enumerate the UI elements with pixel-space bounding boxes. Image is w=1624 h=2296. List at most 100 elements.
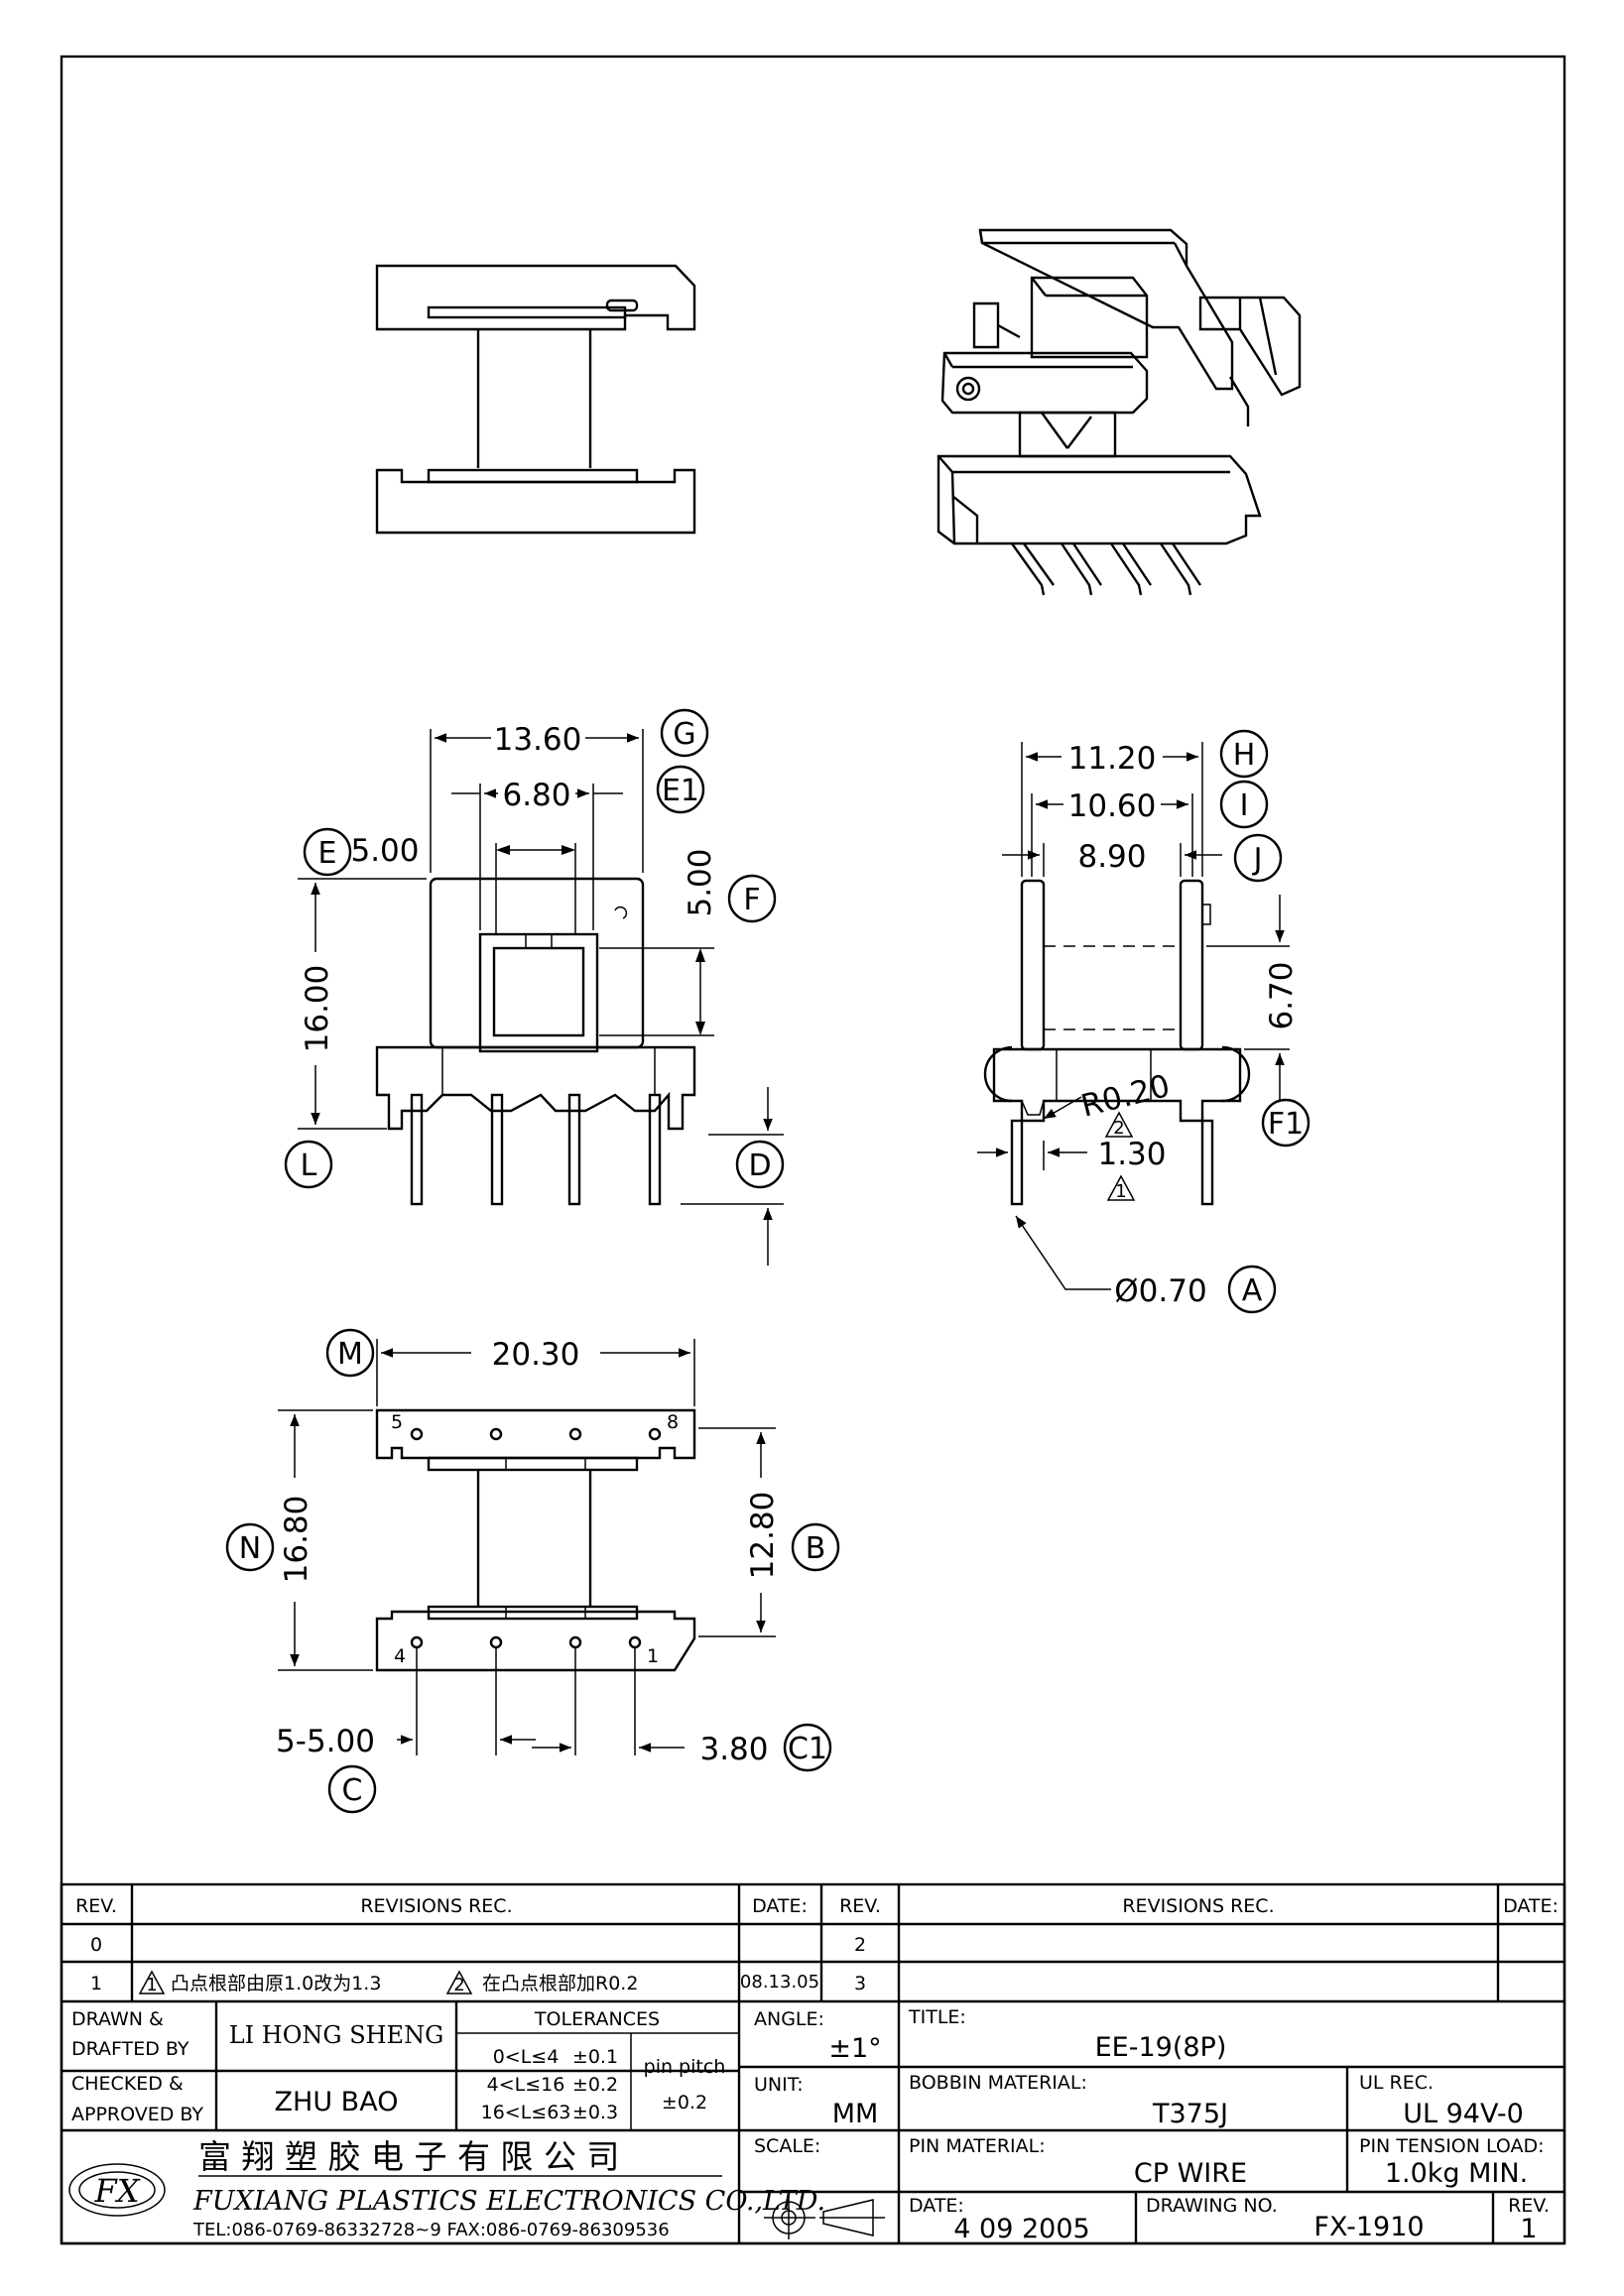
revision-mark-1 bbox=[1106, 1174, 1136, 1201]
callout-a: A bbox=[1227, 1265, 1277, 1314]
company-name-chinese: 富 翔 塑 胶 电 子 有 限 公 司 bbox=[198, 2137, 619, 2176]
callout-d: D bbox=[735, 1140, 785, 1189]
pin-pitch-value: ±0.2 bbox=[662, 2092, 707, 2114]
drawn-label-1: DRAWN & bbox=[71, 2008, 164, 2030]
dim-3-80: 3.80 bbox=[699, 1732, 768, 1767]
rev-value: 1 bbox=[1520, 2214, 1537, 2244]
dim-12-80: 12.80 bbox=[745, 1492, 781, 1580]
company-contact: TEL:086-0769-86332728~9 FAX:086-0769-863… bbox=[192, 2220, 670, 2240]
scale-label: SCALE: bbox=[754, 2135, 820, 2157]
dim-pin-diameter: Ø0.70 bbox=[1114, 1273, 1206, 1309]
callout-i: I bbox=[1219, 780, 1269, 829]
svg-text:M: M bbox=[337, 1337, 363, 1372]
dim-20-30: 20.30 bbox=[492, 1337, 580, 1373]
bobbin-label: BOBBIN MATERIAL: bbox=[909, 2072, 1087, 2094]
dim-10-60: 10.60 bbox=[1068, 788, 1157, 824]
dim-11-20: 11.20 bbox=[1068, 741, 1157, 777]
rev-row-2: 2 bbox=[854, 1934, 866, 1956]
title-block: REV. REVISIONS REC. DATE: REV. REVISIONS… bbox=[60, 1882, 1566, 2245]
pin-pitch-label: pin pitch bbox=[644, 2056, 726, 2078]
revision-text-1a: 凸点根部由原1.0改为1.3 bbox=[171, 1973, 381, 1994]
checked-value: ZHU BAO bbox=[275, 2087, 399, 2117]
bobbin-value: T375J bbox=[1152, 2099, 1228, 2129]
dim-13-60: 13.60 bbox=[494, 722, 582, 758]
callout-f: F bbox=[727, 874, 777, 923]
tolerance-value-1: ±0.1 bbox=[572, 2046, 618, 2068]
angle-value: ±1° bbox=[828, 2033, 881, 2064]
svg-text:A: A bbox=[1242, 1273, 1263, 1308]
drawn-label-2: DRAFTED BY bbox=[71, 2038, 189, 2060]
callout-e1: E1 bbox=[656, 765, 705, 814]
ul-value: UL 94V-0 bbox=[1403, 2099, 1524, 2129]
dim-pitch: 5-5.00 bbox=[276, 1724, 375, 1759]
unit-value: MM bbox=[832, 2099, 879, 2129]
dim-16-00: 16.00 bbox=[300, 965, 335, 1053]
pin-tension-value: 1.0kg MIN. bbox=[1385, 2158, 1528, 2189]
callout-j: J bbox=[1233, 833, 1283, 883]
dim-16-80: 16.80 bbox=[279, 1496, 314, 1584]
callout-c1: C1 bbox=[783, 1723, 832, 1772]
tolerance-range-1: 0<L≤4 bbox=[493, 2046, 560, 2068]
callout-e: E bbox=[303, 827, 352, 877]
svg-text:N: N bbox=[239, 1531, 261, 1566]
rev-header-left: REV. bbox=[75, 1895, 117, 1917]
angle-label: ANGLE: bbox=[754, 2008, 824, 2030]
drawn-value: LI HONG SHENG bbox=[229, 2021, 444, 2049]
revision-date-1: 08.13.05 bbox=[740, 1972, 819, 1993]
revisions-header-right: REVISIONS REC. bbox=[1122, 1895, 1274, 1917]
svg-text:2: 2 bbox=[453, 1975, 464, 1995]
svg-text:1: 1 bbox=[1115, 1181, 1126, 1202]
callout-b: B bbox=[791, 1522, 840, 1572]
pin-material-value: CP WIRE bbox=[1134, 2158, 1247, 2189]
svg-text:G: G bbox=[673, 717, 695, 752]
rev-row-3: 3 bbox=[854, 1973, 866, 1994]
tolerance-range-3: 16<L≤63 bbox=[481, 2102, 571, 2123]
svg-text:C1: C1 bbox=[788, 1732, 827, 1766]
bottom-view: 5 8 4 1 20.30 16.80 12.80 5-5.00 3.80 bbox=[225, 1328, 840, 1814]
front-view: 13.60 6.80 5.00 16.00 5.00 G E1 bbox=[284, 708, 785, 1266]
revision-text-1b: 在凸点根部加R0.2 bbox=[482, 1973, 638, 1994]
isometric-view bbox=[937, 228, 1302, 596]
pin-label-4: 4 bbox=[394, 1645, 406, 1667]
tolerances-header: TOLERANCES bbox=[534, 2008, 660, 2030]
callout-m: M bbox=[325, 1328, 375, 1378]
svg-text:2: 2 bbox=[1113, 1118, 1124, 1139]
top-view bbox=[375, 264, 696, 535]
checked-label-1: CHECKED & bbox=[71, 2073, 184, 2095]
svg-text:F: F bbox=[743, 883, 760, 917]
callout-g: G bbox=[660, 708, 709, 758]
checked-label-2: APPROVED BY bbox=[71, 2104, 203, 2125]
dim-1-30: 1.30 bbox=[1097, 1137, 1166, 1172]
date-header-right: DATE: bbox=[1503, 1895, 1559, 1917]
revision-triangle-1 bbox=[138, 1970, 166, 1994]
date-header-left: DATE: bbox=[752, 1895, 808, 1917]
company-logo: FX bbox=[68, 2163, 166, 2217]
svg-text:D: D bbox=[748, 1148, 771, 1183]
revision-mark-2 bbox=[1104, 1111, 1134, 1138]
side-view: 11.20 10.60 8.90 6.70 R0.20 2 1.30 1 Ø bbox=[977, 729, 1311, 1314]
company-name-english: FUXIANG PLASTICS ELECTRONICS CO.,LTD. bbox=[192, 2186, 825, 2217]
dim-8-90: 8.90 bbox=[1077, 839, 1146, 875]
svg-text:L: L bbox=[301, 1148, 317, 1183]
svg-text:F1: F1 bbox=[1268, 1107, 1304, 1142]
title-value: EE-19(8P) bbox=[1095, 2032, 1227, 2063]
svg-text:H: H bbox=[1233, 738, 1256, 773]
callout-h: H bbox=[1219, 729, 1269, 779]
sheet-border bbox=[60, 55, 1566, 2245]
drawing-no-value: FX-1910 bbox=[1313, 2212, 1424, 2242]
rev-header-right: REV. bbox=[839, 1895, 881, 1917]
svg-text:1: 1 bbox=[146, 1975, 157, 1995]
callout-l: L bbox=[284, 1140, 333, 1189]
svg-text:J: J bbox=[1252, 842, 1263, 877]
date-label: DATE: bbox=[909, 2195, 964, 2217]
rev-label: REV. bbox=[1508, 2195, 1550, 2217]
svg-text:FX: FX bbox=[94, 2172, 141, 2210]
pin-label-1: 1 bbox=[647, 1645, 659, 1667]
tolerance-range-2: 4<L≤16 bbox=[487, 2074, 565, 2096]
pin-label-5: 5 bbox=[391, 1411, 403, 1433]
dim-e-5-00: 5.00 bbox=[350, 833, 419, 869]
pin-material-label: PIN MATERIAL: bbox=[909, 2135, 1046, 2157]
svg-text:E: E bbox=[318, 836, 337, 871]
svg-text:C: C bbox=[342, 1773, 363, 1808]
